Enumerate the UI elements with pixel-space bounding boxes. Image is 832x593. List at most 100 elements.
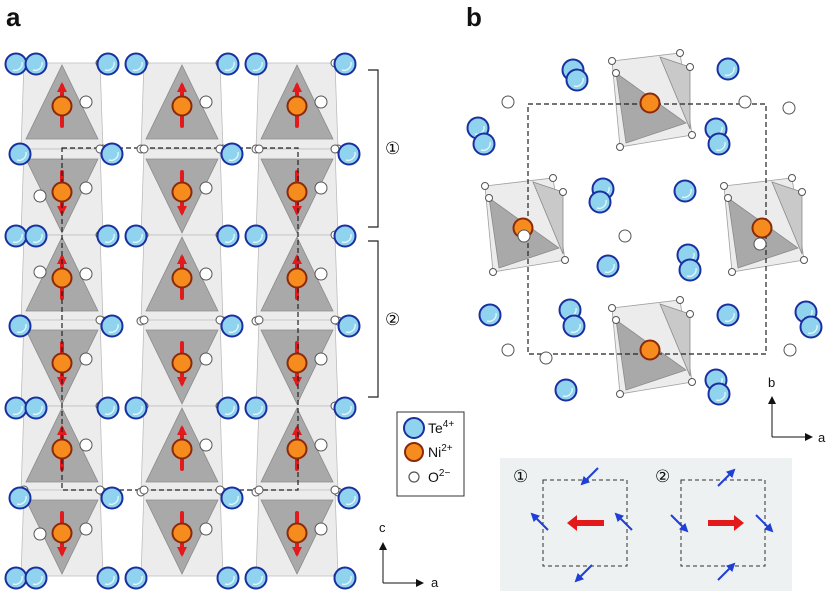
te-highlight <box>252 575 263 585</box>
te-highlight <box>345 495 356 505</box>
te-atom <box>707 132 731 156</box>
panel-b-structure <box>466 49 823 406</box>
legend-ni: Ni2+ <box>428 443 453 460</box>
o-atom <box>688 378 696 386</box>
ni-atom <box>751 217 773 239</box>
ni-moment-head <box>177 254 187 264</box>
te-highlight <box>12 61 23 71</box>
o-atom <box>79 352 93 366</box>
o-atom <box>254 144 264 154</box>
ni-atom <box>51 181 73 203</box>
o-atom <box>254 485 264 495</box>
spin-arrow <box>614 512 633 531</box>
te-highlight <box>604 263 615 273</box>
te-highlight <box>562 387 573 397</box>
o-atom <box>686 310 694 318</box>
te-atom <box>333 566 357 590</box>
te-highlight <box>228 151 239 161</box>
o-atom <box>254 315 264 325</box>
te-highlight <box>32 233 43 243</box>
o-atom <box>676 49 684 57</box>
te-atom <box>100 314 124 338</box>
panel-a-structure <box>4 52 361 590</box>
te-atom <box>4 566 28 590</box>
panel-b-atoms <box>466 49 823 406</box>
te-highlight <box>724 312 735 322</box>
ni-moment-head <box>292 377 302 387</box>
legend-te: Te4+ <box>428 419 454 436</box>
o-atom <box>139 315 149 325</box>
te-atom <box>472 132 496 156</box>
spin-inset-background <box>500 458 792 591</box>
te-atom <box>220 314 244 338</box>
te-highlight <box>681 188 692 198</box>
te-atom <box>244 224 268 248</box>
te-highlight <box>104 61 115 71</box>
ni-moment-head <box>292 425 302 435</box>
te-highlight <box>345 151 356 161</box>
te-atom <box>562 314 586 338</box>
spin-arrow <box>717 468 736 487</box>
o-atom <box>489 268 497 276</box>
te-atom <box>96 396 120 420</box>
te-highlight <box>715 141 726 151</box>
te-highlight <box>12 575 23 585</box>
te-atom <box>8 314 32 338</box>
te-highlight <box>228 495 239 505</box>
o-atom <box>199 267 213 281</box>
ni-atom <box>171 267 193 289</box>
te-atom <box>124 52 148 76</box>
layer-label-1: ① <box>385 139 400 159</box>
te-highlight <box>341 575 352 585</box>
te-atom <box>216 396 240 420</box>
te-highlight <box>228 323 239 333</box>
te-atom <box>799 315 823 339</box>
o-atom <box>561 256 569 264</box>
ni-atom <box>286 352 308 374</box>
legend-o-label: O <box>428 469 439 485</box>
panel-a-octahedra <box>20 62 339 577</box>
te-atom <box>565 68 589 92</box>
te-atom <box>24 52 48 76</box>
te-atom <box>216 566 240 590</box>
te-atom <box>96 52 120 76</box>
te-highlight <box>132 405 143 415</box>
te-highlight <box>32 405 43 415</box>
ni-atom <box>171 522 193 544</box>
o-atom <box>720 182 728 190</box>
te-atom <box>554 378 578 402</box>
spin-arrow <box>530 512 549 531</box>
te-atom <box>678 258 702 282</box>
te-atom <box>337 314 361 338</box>
legend: Te4+ Ni2+ O2− <box>396 411 465 497</box>
o-atom <box>79 181 93 195</box>
te-highlight <box>686 267 697 277</box>
o-atom <box>788 174 796 182</box>
te-atom <box>244 52 268 76</box>
te-highlight <box>224 233 235 243</box>
o-atom <box>314 95 328 109</box>
axes-panel-b: b a <box>768 375 826 445</box>
o-atom <box>33 189 47 203</box>
te-atom <box>588 190 612 214</box>
octahedron-face-mid <box>659 303 691 377</box>
te-highlight <box>341 233 352 243</box>
ni-moment-head <box>177 206 187 216</box>
o-atom <box>724 194 732 202</box>
o-atom <box>738 95 752 109</box>
spin-arrow <box>574 564 593 583</box>
panel-b-octahedra <box>484 52 805 395</box>
o-atom <box>79 267 93 281</box>
o-atom <box>139 485 149 495</box>
te-atom <box>24 566 48 590</box>
ni-moment-head <box>177 82 187 92</box>
o-atom <box>314 181 328 195</box>
te-highlight <box>224 61 235 71</box>
panel-a-unit-cell <box>61 147 299 491</box>
o-atom <box>481 182 489 190</box>
o-atom <box>686 63 694 71</box>
ni-moment-head <box>57 547 67 557</box>
te-atom <box>4 52 28 76</box>
moment-arrow-head <box>734 515 744 531</box>
o-atom <box>199 352 213 366</box>
